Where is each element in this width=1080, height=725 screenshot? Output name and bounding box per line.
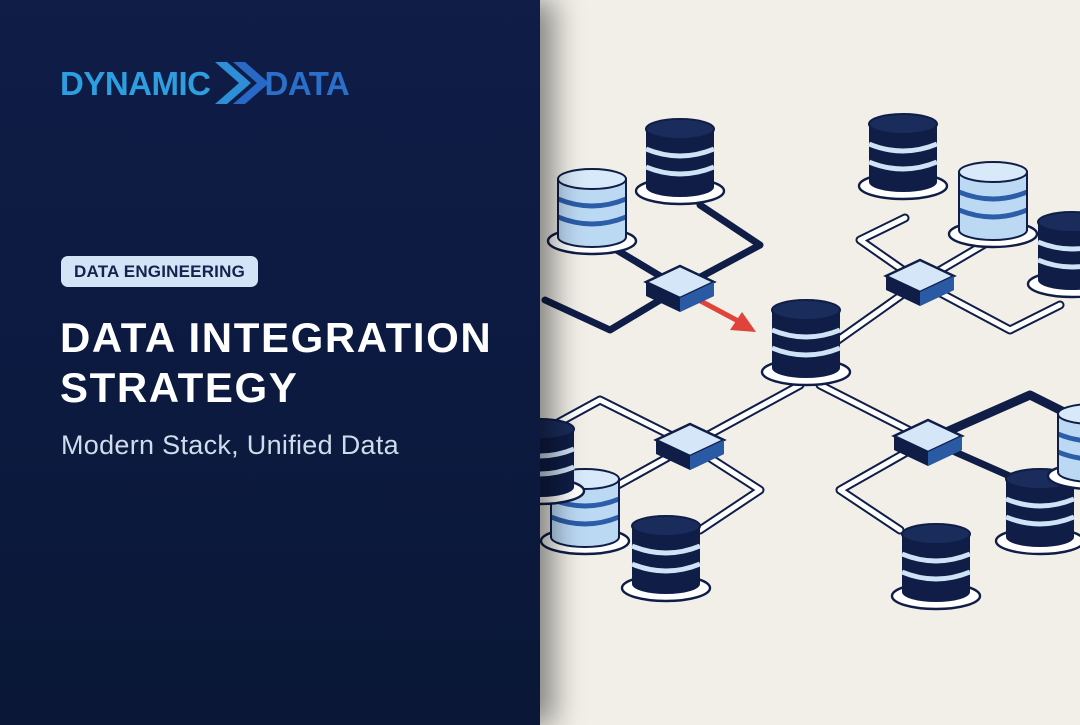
hero-panel: DYNAMIC DATA DATA ENGINEERING DATA INTEG…	[0, 0, 540, 725]
category-badge: DATA ENGINEERING	[61, 256, 259, 287]
logo-word-dynamic: DYNAMIC	[60, 64, 211, 102]
headline-line-2: STRATEGY	[60, 364, 299, 411]
headline-line-1: DATA INTEGRATION	[60, 314, 493, 361]
page-title: DATA INTEGRATION STRATEGY	[60, 313, 530, 413]
brand-logo: DYNAMIC DATA	[60, 58, 350, 108]
double-chevron-icon	[214, 62, 269, 104]
subtitle: Modern Stack, Unified Data	[61, 430, 399, 460]
logo-word-data: DATA	[264, 64, 350, 102]
